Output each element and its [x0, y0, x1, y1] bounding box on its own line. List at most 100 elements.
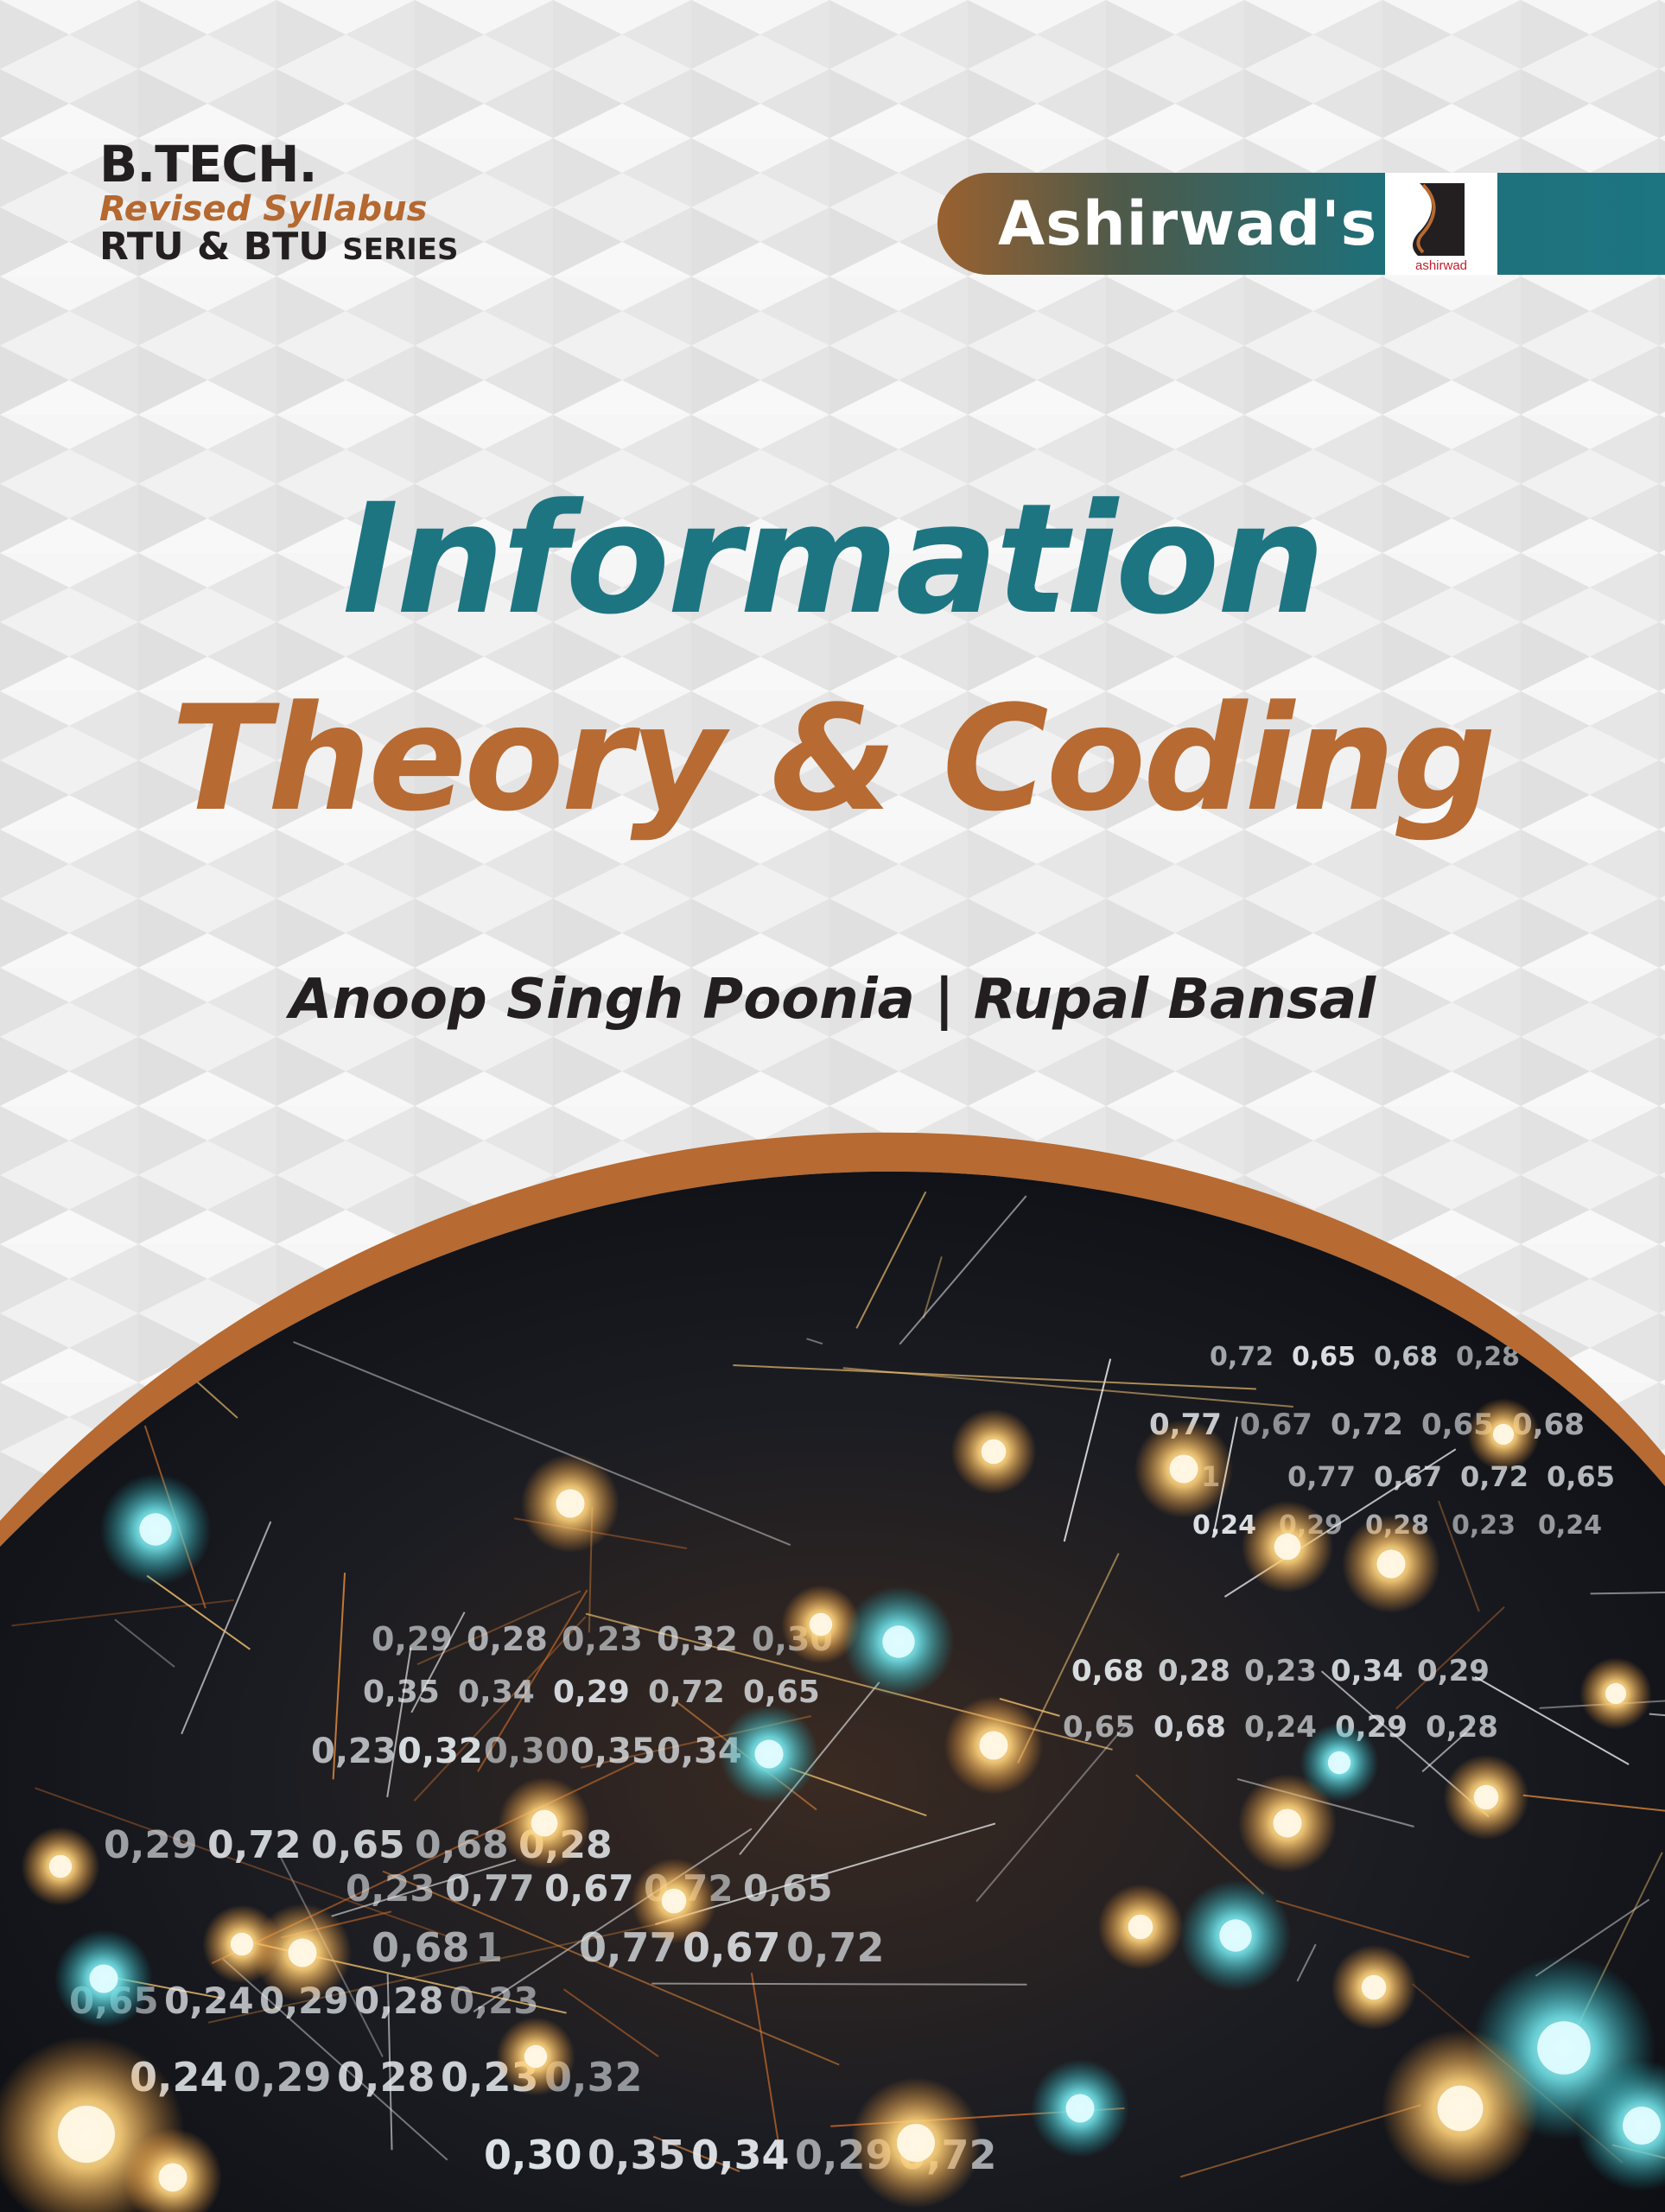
light-orb-core: [754, 1739, 784, 1769]
data-number: 0,28: [1426, 1710, 1498, 1745]
light-orb-core: [1473, 1784, 1499, 1810]
light-orb-core: [531, 1809, 558, 1837]
light-orb-core: [1274, 1533, 1301, 1560]
light-orb-core: [1361, 1974, 1387, 2000]
network-line: [410, 1611, 466, 1713]
network-line: [806, 1338, 823, 1345]
data-number: 0,24: [1538, 1510, 1602, 1541]
light-orb-core: [882, 1625, 915, 1658]
network-line: [413, 1616, 587, 1802]
data-number: 0,23: [449, 1980, 539, 2022]
network-line: [899, 1195, 1027, 1345]
network-line: [1474, 1675, 1630, 1765]
network-line: [1395, 1606, 1505, 1710]
light-orb-core: [1169, 1454, 1198, 1484]
network-line: [1421, 1726, 1473, 1773]
light-orb-core: [48, 1854, 73, 1878]
data-number: 0,29: [233, 2054, 332, 2101]
network-line: [332, 1573, 346, 1780]
light-orb-core: [139, 1513, 172, 1546]
network-line: [1275, 1899, 1470, 1959]
light-orb-core: [1327, 1751, 1351, 1775]
data-number: 0,35: [363, 1675, 440, 1710]
network-line: [1522, 1794, 1665, 1855]
data-number: 0,28: [467, 1620, 548, 1658]
data-number: 0,67: [1240, 1408, 1312, 1442]
network-line: [181, 1521, 272, 1735]
data-number: 0,68: [1071, 1654, 1144, 1688]
data-number: 0,65: [1063, 1710, 1135, 1745]
network-line: [293, 1341, 791, 1546]
light-orb-core: [58, 2106, 115, 2163]
network-line: [48, 1273, 139, 1360]
data-number: 0,35: [588, 2132, 686, 2178]
network-line: [1063, 1358, 1112, 1542]
network-line: [842, 1367, 1293, 1408]
data-number: 0,29: [1417, 1654, 1490, 1688]
network-line: [331, 1859, 517, 1917]
network-line: [750, 1973, 782, 2159]
data-number: 0,68: [372, 1924, 470, 1971]
data-number: 0,68: [415, 1823, 509, 1867]
authors: Anoop Singh Poonia | Rupal Bansal: [289, 968, 1376, 1032]
network-line: [975, 1725, 1127, 1903]
data-number: 0,28: [354, 1980, 444, 2022]
copper-arc: [0, 1132, 1665, 1547]
light-orb-core: [1065, 2094, 1095, 2123]
data-number: 0,34: [458, 1675, 535, 1710]
data-number: 0,65: [1292, 1342, 1356, 1372]
network-line: [35, 1787, 448, 1937]
network-line: [207, 1920, 672, 2024]
publisher-logo: ashirwad: [1385, 173, 1497, 275]
network-line: [1179, 2104, 1421, 2178]
network-line: [855, 1191, 927, 1329]
light-orb-core: [809, 1612, 833, 1637]
data-number: 0,23: [562, 1620, 643, 1658]
data-number: 0,35: [570, 1732, 656, 1771]
network-line: [922, 1255, 943, 1319]
data-number: 0,28: [337, 2054, 435, 2101]
data-number: 0,65: [1547, 1460, 1615, 1493]
data-number: 0,29: [553, 1675, 630, 1710]
network-line: [222, 1958, 448, 2161]
data-number: 0,34: [1331, 1654, 1403, 1688]
data-number: 0,65: [743, 1675, 820, 1710]
publisher-logo-text: ashirwad: [1415, 258, 1467, 273]
network-line: [1135, 1774, 1265, 1895]
data-number: 0,72: [207, 1823, 302, 1867]
data-number: 0,24: [164, 1980, 254, 2022]
data-number: 0,72: [786, 1924, 885, 1971]
data-number: 0,34: [691, 2132, 790, 2178]
data-number: 0,65: [311, 1823, 405, 1867]
network-line: [382, 1870, 840, 2066]
data-number: 0,68: [1374, 1342, 1438, 1372]
light-orb-core: [1219, 1919, 1252, 1952]
data-number: 0,67: [544, 1867, 634, 1910]
data-number: 0,72: [1331, 1408, 1403, 1442]
data-number: 0,32: [397, 1732, 483, 1771]
light-orb-core: [158, 2163, 187, 2192]
data-number: 0,23: [311, 1732, 397, 1771]
data-number: 0,72: [1210, 1342, 1274, 1372]
publisher-name: Ashirwad's: [998, 188, 1378, 259]
light-orb-core: [661, 1888, 687, 1914]
light-orb-core: [288, 1938, 317, 1967]
data-number: 1: [475, 1924, 503, 1971]
data-number: 0,77: [1287, 1460, 1356, 1493]
data-number: 0,23: [1244, 1654, 1317, 1688]
network-line: [146, 1574, 251, 1650]
network-line: [652, 2135, 740, 2172]
network-line: [11, 1599, 234, 1627]
light-orb-core: [897, 2124, 935, 2162]
network-line: [386, 1974, 393, 2151]
network-line: [114, 1618, 175, 1668]
light-orb-core: [556, 1489, 585, 1518]
network-line: [562, 1988, 659, 2057]
data-number: 0,29: [104, 1823, 198, 1867]
data-number: 0,67: [1374, 1460, 1442, 1493]
series-syllabus: Revised Syllabus: [99, 188, 428, 229]
light-orb-core: [1437, 2085, 1484, 2132]
light-orb-core: [230, 1932, 254, 1956]
